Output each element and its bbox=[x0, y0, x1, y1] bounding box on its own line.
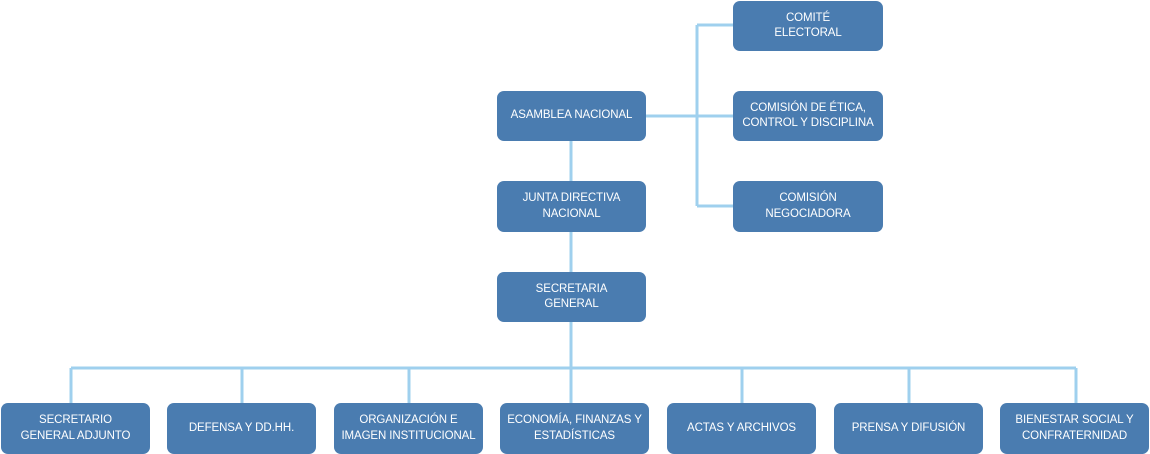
node-label: PRENSA Y DIFUSIÓN bbox=[851, 421, 966, 434]
node-economia-finanzas: ECONOMÍA, FINANZAS Y ESTADÍSTICAS bbox=[500, 403, 649, 454]
node-organizacion-imagen: ORGANIZACIÓN E IMAGEN INSTITUCIONAL bbox=[334, 403, 483, 454]
node-secretaria-general-label: SECRETARIA GENERAL bbox=[535, 282, 608, 310]
node-defensa-ddhh: DEFENSA Y DD.HH. bbox=[167, 403, 316, 454]
node-label: DEFENSA Y DD.HH. bbox=[188, 421, 295, 434]
node-comite-electoral: COMITÉ ELECTORAL bbox=[733, 1, 883, 51]
node-secretario-general-adjunto: SECRETARIO GENERAL ADJUNTO bbox=[1, 403, 150, 454]
node-comision-negociadora-label: COMISIÓN NEGOCIADORA bbox=[765, 192, 851, 220]
node-junta-directiva-nacional: JUNTA DIRECTIVA NACIONAL bbox=[497, 181, 646, 232]
node-label: ACTAS Y ARCHIVOS bbox=[687, 421, 796, 434]
node-comision-negociadora: COMISIÓN NEGOCIADORA bbox=[733, 181, 883, 232]
node-secretaria-general: SECRETARIA GENERAL bbox=[497, 272, 646, 322]
node-comision-etica: COMISIÓN DE ÉTICA, CONTROL Y DISCIPLINA bbox=[733, 91, 883, 141]
node-actas-archivos: ACTAS Y ARCHIVOS bbox=[667, 403, 816, 454]
node-label: BIENESTAR SOCIAL Y CONFRATERNIDAD bbox=[1015, 414, 1134, 442]
node-comite-electoral-label: COMITÉ ELECTORAL bbox=[774, 11, 842, 39]
node-asamblea-nacional: ASAMBLEA NACIONAL bbox=[497, 91, 646, 141]
node-label: SECRETARIO GENERAL ADJUNTO bbox=[20, 414, 131, 442]
node-comision-etica-label: COMISIÓN DE ÉTICA, CONTROL Y DISCIPLINA bbox=[742, 101, 874, 129]
node-asamblea-nacional-label: ASAMBLEA NACIONAL bbox=[510, 109, 633, 122]
node-bienestar-social: BIENESTAR SOCIAL Y CONFRATERNIDAD bbox=[1000, 403, 1149, 454]
node-label: ORGANIZACIÓN E IMAGEN INSTITUCIONAL bbox=[341, 414, 476, 442]
node-label: ECONOMÍA, FINANZAS Y ESTADÍSTICAS bbox=[507, 414, 642, 442]
node-prensa-difusion: PRENSA Y DIFUSIÓN bbox=[834, 403, 983, 454]
node-junta-directiva-nacional-label: JUNTA DIRECTIVA NACIONAL bbox=[522, 192, 621, 220]
